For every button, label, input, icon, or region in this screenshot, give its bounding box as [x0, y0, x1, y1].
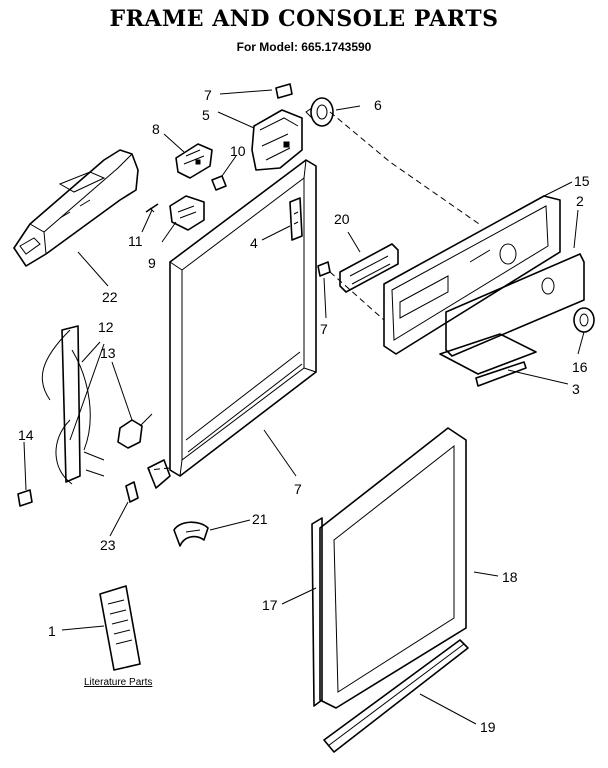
- part-2-overlay: [445, 253, 585, 357]
- leader-lines: [23, 89, 585, 725]
- part-10-bracket: [169, 195, 205, 231]
- alignment-lines: [147, 111, 483, 471]
- callout-22: 21: [252, 511, 268, 527]
- callout-14: 13: [100, 345, 116, 361]
- callout-5: 5: [202, 107, 210, 123]
- callout-19: 18: [502, 569, 518, 585]
- part-5-timer: [251, 109, 303, 171]
- part-21-switch-bar: [339, 243, 399, 293]
- callout-20: 19: [480, 719, 496, 735]
- callout-labels: 7 5 6 8 10 11 9 4 22 12 13 14 23 21 7 20…: [18, 87, 590, 735]
- literature-parts-label: Literature Parts: [84, 677, 153, 688]
- callout-4: 4: [250, 235, 258, 251]
- part-17-knob: [573, 307, 595, 333]
- part-1-literature: [99, 585, 141, 671]
- callout-12: 11: [128, 233, 143, 249]
- callout-24: 23: [100, 537, 116, 553]
- callout-17: 16: [572, 359, 588, 375]
- callout-9: 8: [152, 121, 160, 137]
- callout-7-top: 7: [204, 87, 212, 103]
- part-23-bracket: [13, 149, 139, 267]
- part-11-fastener: [211, 175, 227, 191]
- callout-10: 9: [148, 255, 156, 271]
- callout-21: 20: [334, 211, 350, 227]
- part-3-window-strip: [439, 333, 537, 387]
- part-18-inner-panel: [311, 517, 323, 707]
- part-13-wire-harness: [41, 325, 105, 485]
- page-title: FRAME AND CONSOLE PARTS: [109, 6, 499, 32]
- part-7-right-screw: [317, 261, 331, 277]
- part-20-trim-strip: [323, 639, 469, 753]
- hinge-bracket: [147, 459, 171, 489]
- callout-1: 1: [48, 623, 56, 639]
- part-4-latch: [289, 197, 303, 241]
- model-subtitle: For Model: 665.1743590: [236, 40, 372, 54]
- part-8-door-frame: [169, 159, 317, 477]
- part-19-door-panel: [319, 427, 467, 709]
- part-16-console-panel: [383, 195, 561, 355]
- part-6-knob: [305, 97, 334, 127]
- callout-8: 7: [294, 481, 302, 497]
- callout-13: 12: [98, 319, 114, 335]
- callout-7-right: 7: [320, 321, 328, 337]
- part-7-top-screw: [275, 83, 293, 99]
- callout-15: 14: [18, 427, 34, 443]
- callout-6: 6: [374, 97, 382, 113]
- callout-18: 17: [262, 597, 278, 613]
- callout-11: 10: [230, 143, 246, 159]
- part-15-clip: [17, 489, 33, 507]
- callout-16: 15: [574, 173, 590, 189]
- part-22-hinge-clip: [173, 521, 209, 547]
- callout-3: 3: [572, 381, 580, 397]
- part-24-clip: [125, 481, 139, 503]
- part-9-switch: [175, 143, 213, 179]
- callout-2: 2: [576, 193, 584, 209]
- callout-23: 22: [102, 289, 118, 305]
- part-14-connector: [117, 413, 153, 449]
